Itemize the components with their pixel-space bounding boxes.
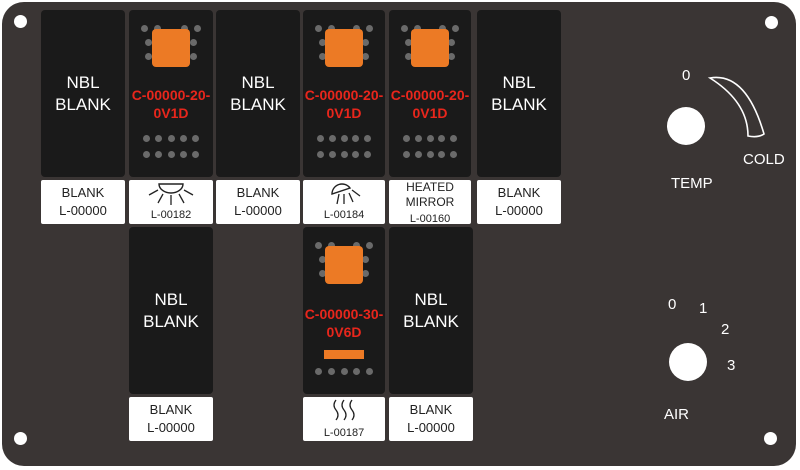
mount-hole-top-right [765,16,778,29]
indicator-bar [324,350,364,359]
label-line2: L-00000 [59,203,107,218]
code-line2: 0V1D [412,105,448,121]
label-code: L-00160 [409,213,451,224]
label-line2: L-00000 [147,420,195,435]
temp-cold-arc-icon [707,76,765,138]
code-line1: C-00000-30- [304,306,384,322]
temp-min-label: 0 [682,67,691,84]
indicator-led [325,246,363,284]
switch-legend: NBL BLANK [216,72,300,116]
label-line1: BLANK [236,185,280,200]
code-line2: 0V1D [326,105,362,121]
air-level-2: 2 [721,321,730,338]
label-code: L-00182 [150,209,192,221]
air-level-1: 1 [699,300,708,317]
label-heated-mirror: HEATED MIRROR L-00160 [389,180,471,224]
switch-legend: NBL BLANK [41,72,125,116]
air-label: AIR [664,406,690,423]
code-line2: 0V1D [153,105,189,121]
switch-blank-4[interactable]: NBL BLANK [129,227,213,394]
code-line2: 0V6D [326,324,362,340]
legend-line2: BLANK [230,95,286,114]
heat-waves-icon [333,399,355,421]
label-code: L-00184 [323,209,365,221]
label-code: L-00187 [323,427,365,439]
label-line2: L-00000 [407,420,455,435]
indicator-dots [141,25,201,32]
legend-line1: NBL [414,290,448,309]
switch-blank-5[interactable]: NBL BLANK [389,227,473,394]
legend-line1: NBL [502,73,536,92]
indicator-led [152,29,190,67]
legend-line1: NBL [66,73,100,92]
air-level-0: 0 [668,296,677,313]
switch-blank-2[interactable]: NBL BLANK [216,10,300,177]
legend-line1: NBL [154,290,188,309]
legend-line2: BLANK [491,95,547,114]
label-blank-5: BLANK L-00000 [389,397,473,441]
switch-legend: NBL BLANK [129,289,213,333]
part-code: C-00000-20- 0V1D [303,86,385,122]
legend-line2: BLANK [55,95,111,114]
legend-line1: NBL [241,73,275,92]
label-spotlight: L-00184 [303,180,385,224]
label-line1: BLANK [409,402,453,417]
label-blank-1: BLANK L-00000 [41,180,125,224]
legend-line2: BLANK [143,312,199,331]
air-level-3: 3 [727,357,736,374]
label-line1: BLANK [497,185,541,200]
label-line2: MIRROR [405,195,455,209]
label-line1: BLANK [61,185,105,200]
label-line1: BLANK [149,402,193,417]
label-line1: HEATED [406,180,454,194]
temp-label: TEMP [671,175,713,192]
air-knob[interactable] [669,343,707,381]
label-line2: L-00000 [234,203,282,218]
switch-heated-mirror[interactable]: C-00000-20- 0V1D [389,10,471,177]
switch-blank-1[interactable]: NBL BLANK [41,10,125,177]
indicator-led [411,29,449,67]
mount-hole-bottom-left [14,432,27,445]
part-code: C-00000-20- 0V1D [389,86,471,122]
spotlight-icon [331,183,361,205]
code-line1: C-00000-20- [131,87,211,103]
switch-blank-3[interactable]: NBL BLANK [477,10,561,177]
indicator-led [325,29,363,67]
switch-spotlight[interactable]: C-00000-20- 0V1D [303,10,385,177]
switch-legend: NBL BLANK [477,72,561,116]
dome-light-icon [148,183,194,205]
label-blank-2: BLANK L-00000 [216,180,300,224]
switch-legend: NBL BLANK [389,289,473,333]
label-dome-light: L-00182 [129,180,213,224]
code-line1: C-00000-20- [304,87,384,103]
code-line1: C-00000-20- [390,87,470,103]
legend-line2: BLANK [403,312,459,331]
temp-knob[interactable] [667,107,705,145]
part-code: C-00000-30- 0V6D [303,305,385,341]
label-line2: L-00000 [495,203,543,218]
mount-hole-bottom-right [764,432,777,445]
label-blank-3: BLANK L-00000 [477,180,561,224]
switch-heat[interactable]: C-00000-30- 0V6D [303,227,385,394]
part-code: C-00000-20- 0V1D [129,86,213,122]
label-blank-4: BLANK L-00000 [129,397,213,441]
switch-dome-light[interactable]: C-00000-20- 0V1D [129,10,213,177]
temp-max-label: COLD [743,151,785,168]
mount-hole-top-left [14,15,27,28]
label-heat: L-00187 [303,397,385,441]
